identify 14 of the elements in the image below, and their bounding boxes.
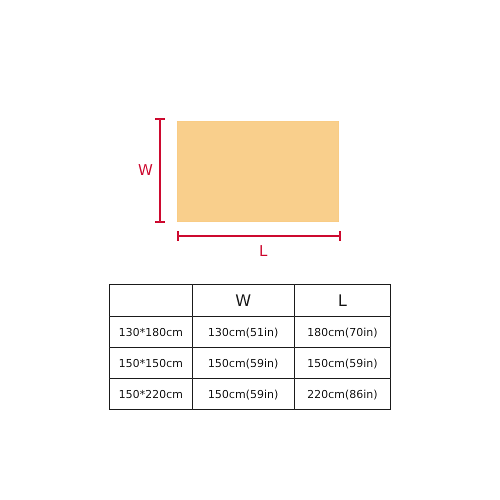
table-cell-text: 150*150cm: [118, 356, 183, 370]
table-cell-text: 130cm(51in): [208, 326, 278, 338]
table-cell-text: 150cm(59in): [307, 356, 378, 370]
table-cell-text: 130*180cm: [118, 326, 183, 338]
table-cell-text: 150cm(59in): [208, 388, 278, 400]
table-cell-text: 180cm(70in): [307, 326, 378, 338]
dimension-label: W: [138, 163, 153, 178]
table-cell-text: 150cm(59in): [208, 356, 278, 370]
fabric-sheet: [177, 121, 339, 222]
column-header: L: [338, 291, 347, 310]
table-cell-text: 150*220cm: [118, 388, 183, 400]
dimension-label: L: [259, 244, 268, 259]
table-cell-text: 220cm(86in): [307, 388, 378, 400]
column-header: W: [235, 291, 252, 310]
